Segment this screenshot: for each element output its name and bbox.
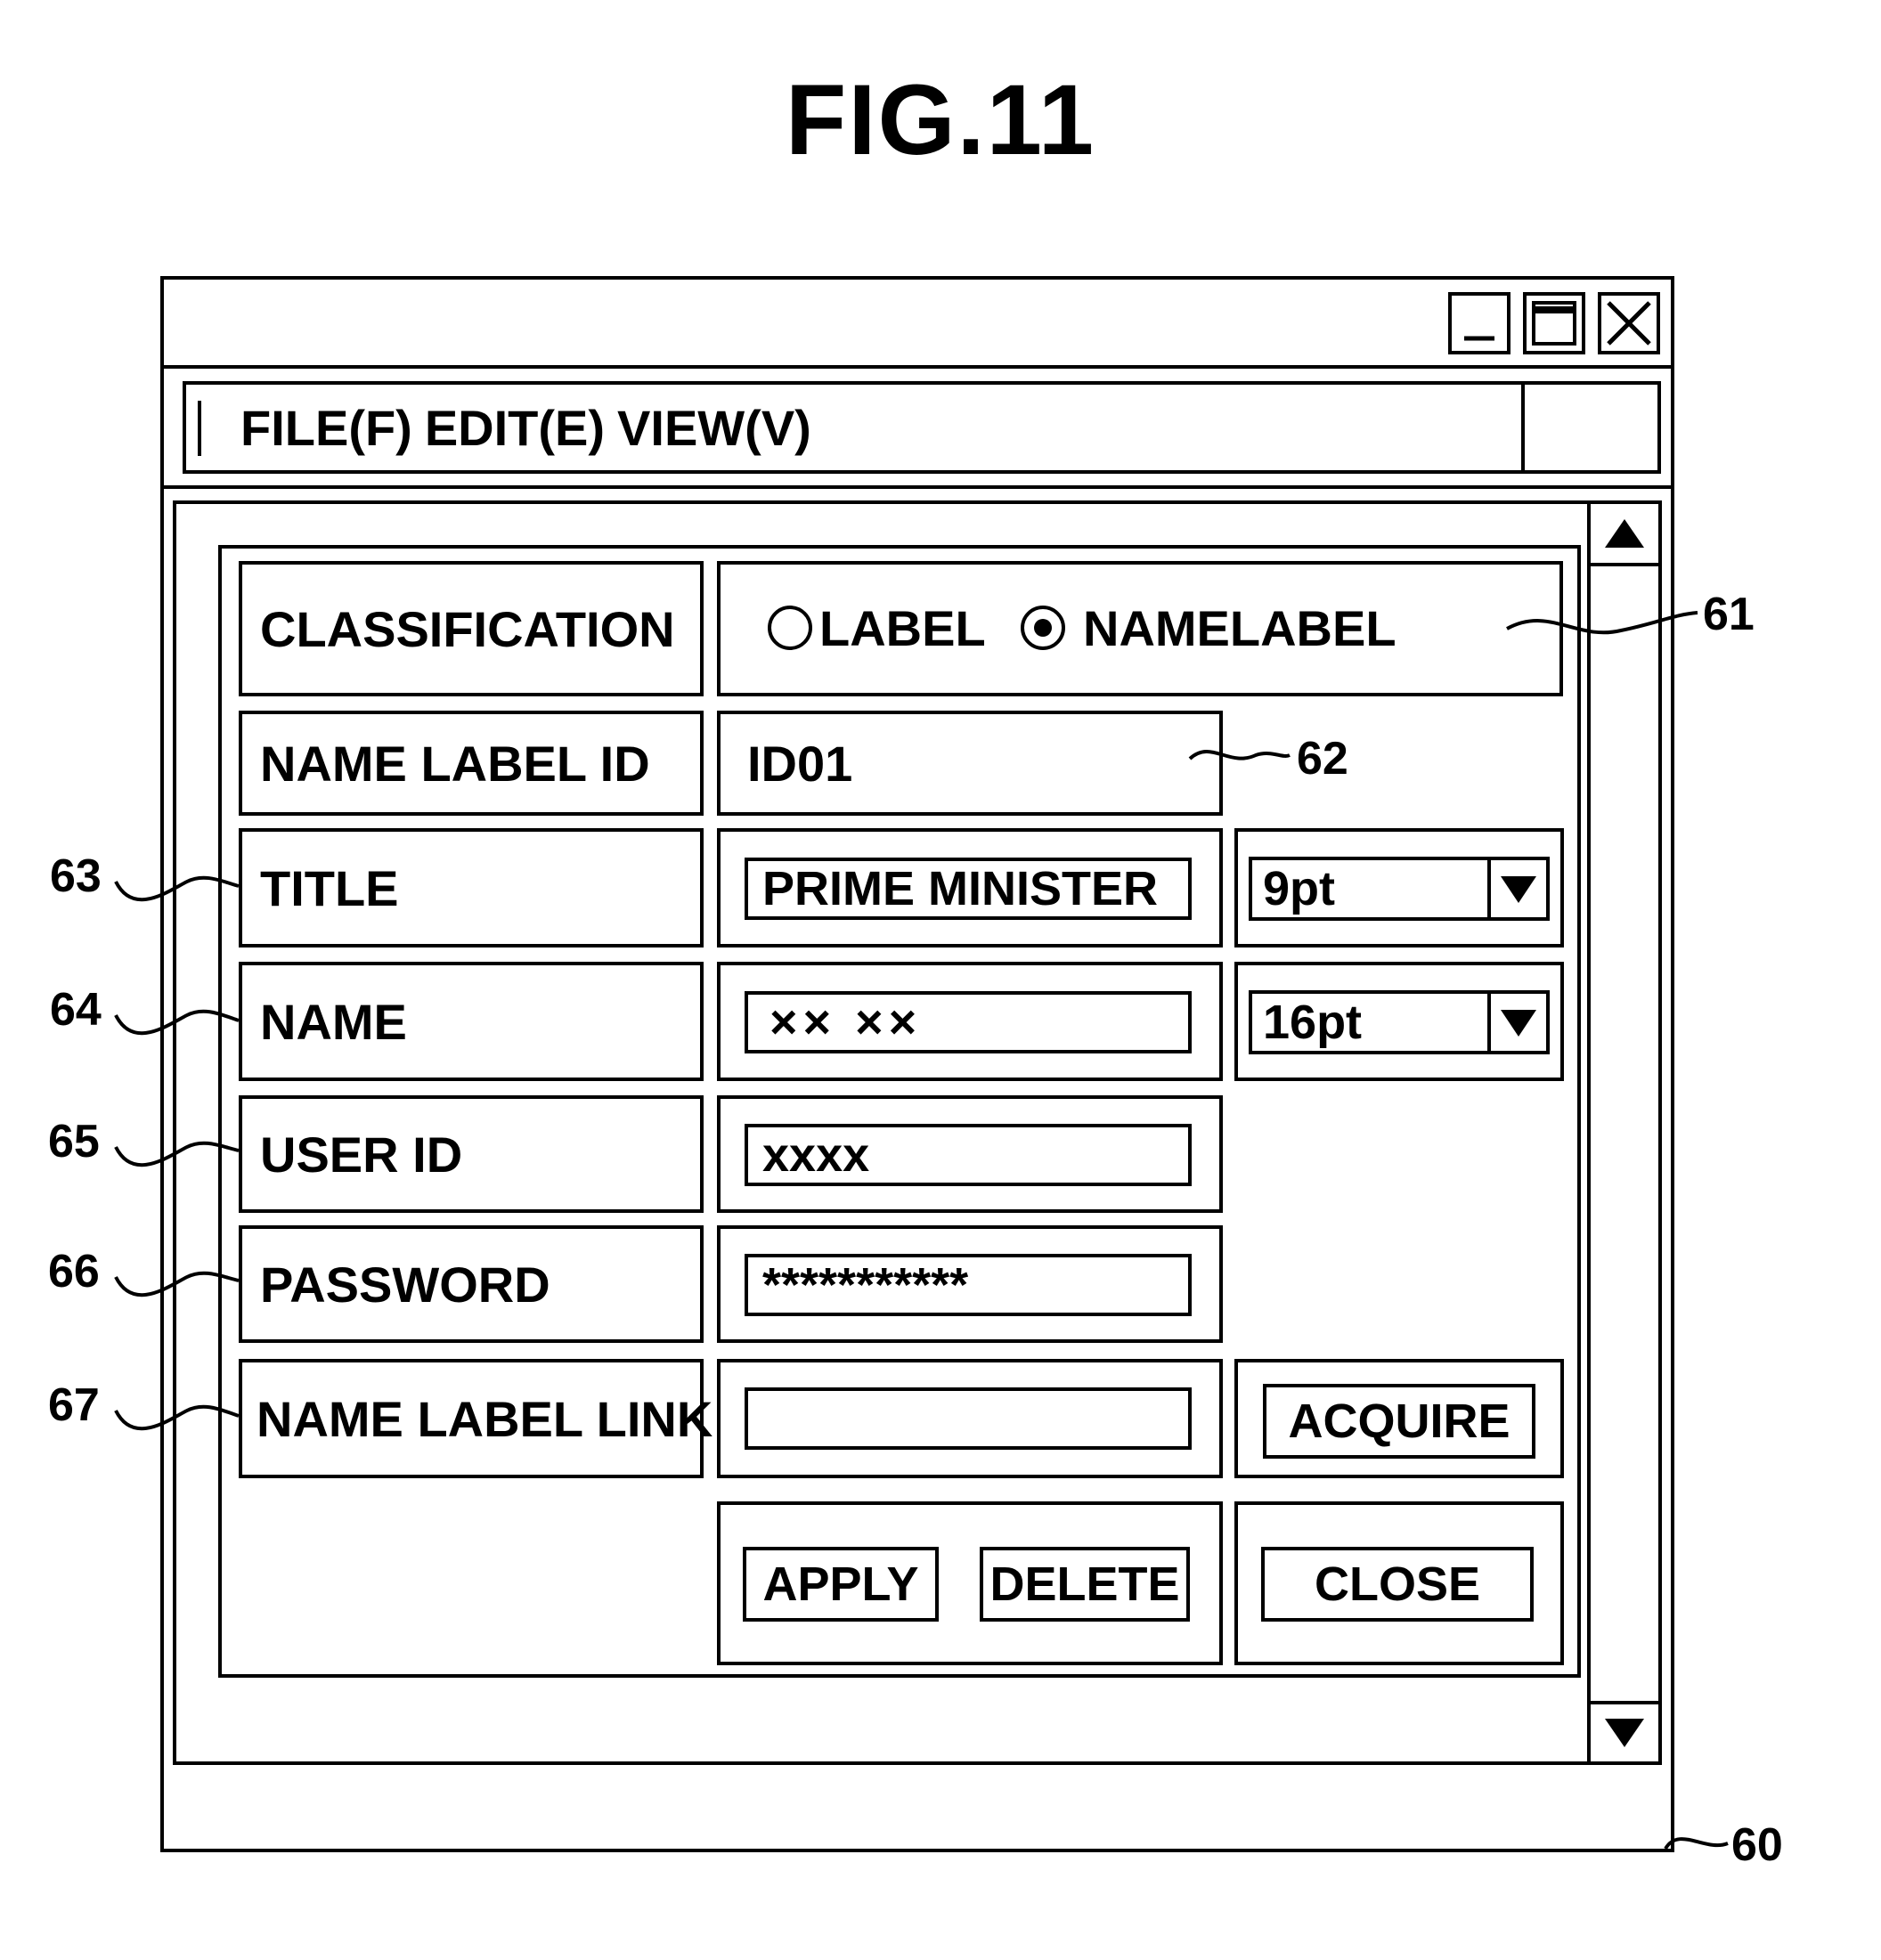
ref-67: 67: [48, 1379, 100, 1432]
ref-66: 66: [48, 1245, 100, 1298]
ref-62: 62: [1297, 732, 1348, 785]
leader-65: [116, 1143, 239, 1166]
leader-62: [1190, 752, 1290, 759]
leader-67: [116, 1407, 239, 1428]
leader-63: [116, 878, 239, 899]
leader-64: [116, 1012, 239, 1033]
leader-66: [116, 1273, 239, 1296]
leader-60: [1665, 1839, 1728, 1849]
leader-61: [1507, 613, 1698, 632]
ref-61: 61: [1703, 588, 1755, 641]
ref-63: 63: [50, 850, 102, 903]
ref-65: 65: [48, 1115, 100, 1168]
ref-60: 60: [1731, 1818, 1783, 1872]
ref-64: 64: [50, 983, 102, 1037]
